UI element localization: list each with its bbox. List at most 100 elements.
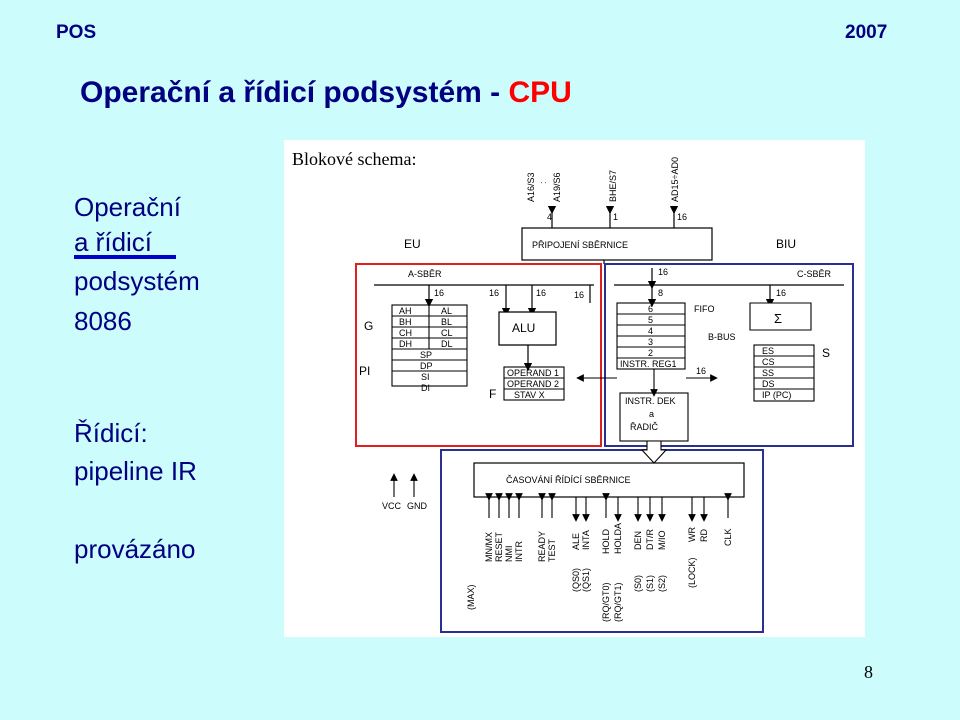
title-accent: CPU <box>508 76 572 109</box>
seg-ss: SS <box>762 368 774 378</box>
c-bus-label: C-SBĚR <box>797 269 832 279</box>
pi-label: PI <box>359 364 370 378</box>
reg-ch: CH <box>399 328 412 338</box>
pin-intr: INTR <box>514 541 524 562</box>
queue-slot-3: 3 <box>648 337 653 347</box>
control-box <box>440 449 764 633</box>
dec-bus-width: 16 <box>696 366 706 376</box>
seg-ip: IP (PC) <box>762 390 791 400</box>
top-signal-labels: A16/S3 : A19/S6 BHE/S7 AD15÷AD0 <box>526 157 680 202</box>
pin-nmi: NMI <box>504 546 514 563</box>
pin-ready: READY <box>537 531 547 562</box>
vcc-label: VCC <box>382 501 402 511</box>
top-signal-sep: : <box>538 181 548 184</box>
left-line-1: Operační <box>74 192 181 222</box>
left-line-5: Řídicí: <box>74 418 148 448</box>
top-signal-ad: AD15÷AD0 <box>670 157 680 202</box>
header-left: POS <box>56 22 97 43</box>
left-line-7: provázáno <box>74 534 196 564</box>
page-number: 8 <box>864 662 873 682</box>
reg-bl: BL <box>441 317 452 327</box>
g-label: G <box>364 319 373 333</box>
bus-interface-box <box>521 227 713 261</box>
pin-ale: ALE <box>571 533 581 550</box>
seg-ds: DS <box>762 379 775 389</box>
left-line-2: a řídicí <box>74 227 153 257</box>
eu-label: EU <box>404 237 421 251</box>
pin-mn-mx: MN/MX <box>484 532 494 562</box>
pin-rd: RD <box>699 529 709 542</box>
seg-es: ES <box>762 346 774 356</box>
max-mode-labels: (MAX) (QS0) (QS1) (RQ/GT0) (RQ/GT1) (S0)… <box>466 557 697 622</box>
left-line-4: 8086 <box>74 306 132 336</box>
reg-si: SI <box>421 372 430 382</box>
f-label: F <box>489 387 496 401</box>
decoder-line-1: INSTR. DEK <box>625 396 676 406</box>
hyperlink-underline <box>74 255 176 259</box>
queue-slot-5: 5 <box>648 315 653 325</box>
sigma-adder <box>749 302 812 331</box>
max-s0: (S0) <box>633 575 643 592</box>
s-label: S <box>822 346 830 360</box>
operand-registers <box>503 366 565 401</box>
segment-width: 16 <box>776 288 786 298</box>
max-qs1: (QS1) <box>581 568 591 592</box>
left-line-6: pipeline IR <box>74 456 197 486</box>
operand-1: OPERAND 1 <box>507 368 559 378</box>
pin-inta: INTA <box>581 530 591 550</box>
queue-slot-6: 6 <box>648 304 653 314</box>
max-rq-gt0: (RQ/GT0) <box>601 582 611 622</box>
pin-dt-r: DT/R <box>645 529 655 550</box>
biu-box <box>604 263 854 447</box>
timing-label: ČASOVÁNÍ ŘÍDÍCÍ SBĚRNICE <box>506 475 631 485</box>
decoder-box <box>619 392 689 442</box>
decoder-line-2: a <box>649 409 654 419</box>
reg-sp: SP <box>420 350 432 360</box>
operand-2: OPERAND 2 <box>507 379 559 389</box>
title-main: Operační a řídicí podsystém - <box>80 76 509 109</box>
slide-title: Operační a řídicí podsystém - CPU <box>80 76 572 110</box>
top-signal-a19: A19/S6 <box>552 172 562 202</box>
a-bus-label: A-SBĚR <box>408 269 442 279</box>
top-width-1: 1 <box>613 212 618 222</box>
top-signal-bhe: BHE/S7 <box>608 170 618 202</box>
reg-dl: DL <box>441 339 453 349</box>
pin-holda: HOLDA <box>613 523 623 554</box>
diagram-caption: Blokové schema: <box>292 149 416 169</box>
status-x: STAV X <box>514 390 545 400</box>
top-width-4: 4 <box>547 212 552 222</box>
header-right: 2007 <box>845 22 888 43</box>
instr-reg: INSTR. REG1 <box>620 359 677 369</box>
alu-box <box>498 311 557 346</box>
top-signal-a16: A16/S3 <box>526 172 536 202</box>
control-arrow <box>640 440 668 464</box>
queue-slot-4: 4 <box>648 326 653 336</box>
sigma-symbol: Σ <box>774 311 782 326</box>
queue-slot-2: 2 <box>648 348 653 358</box>
reg-bh: BH <box>399 317 412 327</box>
reg-ah: AH <box>399 306 412 316</box>
control-pin-labels: MN/MX RESET NMI INTR READY TEST ALE INTA… <box>484 523 733 562</box>
reg-al: AL <box>441 306 452 316</box>
instruction-queue <box>616 302 686 370</box>
b-bus-label: B-BUS <box>708 332 736 342</box>
max-lock: (LOCK) <box>687 557 697 588</box>
fifo-label: FIFO <box>694 304 715 314</box>
pin-reset: RESET <box>494 531 504 562</box>
biu-label: BIU <box>776 237 796 251</box>
control-pin-arrows <box>485 493 732 522</box>
gnd-label: GND <box>407 501 428 511</box>
reg-di: DI <box>421 383 430 393</box>
reg-dp: DP <box>420 361 433 371</box>
timing-box <box>473 462 745 498</box>
pin-hold: HOLD <box>601 528 611 554</box>
block-diagram: Blokové schema: A16/S3 : A19/S6 BHE/S7 A… <box>284 140 865 637</box>
top-width-16: 16 <box>677 212 687 222</box>
eu-box <box>355 263 602 447</box>
decoder-line-3: ŘADIČ <box>630 422 659 432</box>
max-s2: (S2) <box>657 575 667 592</box>
max-qs0: (QS0) <box>571 568 581 592</box>
queue-width-8: 8 <box>658 288 663 298</box>
pin-m-io: M/IO <box>657 531 667 551</box>
reg-cl: CL <box>441 328 453 338</box>
